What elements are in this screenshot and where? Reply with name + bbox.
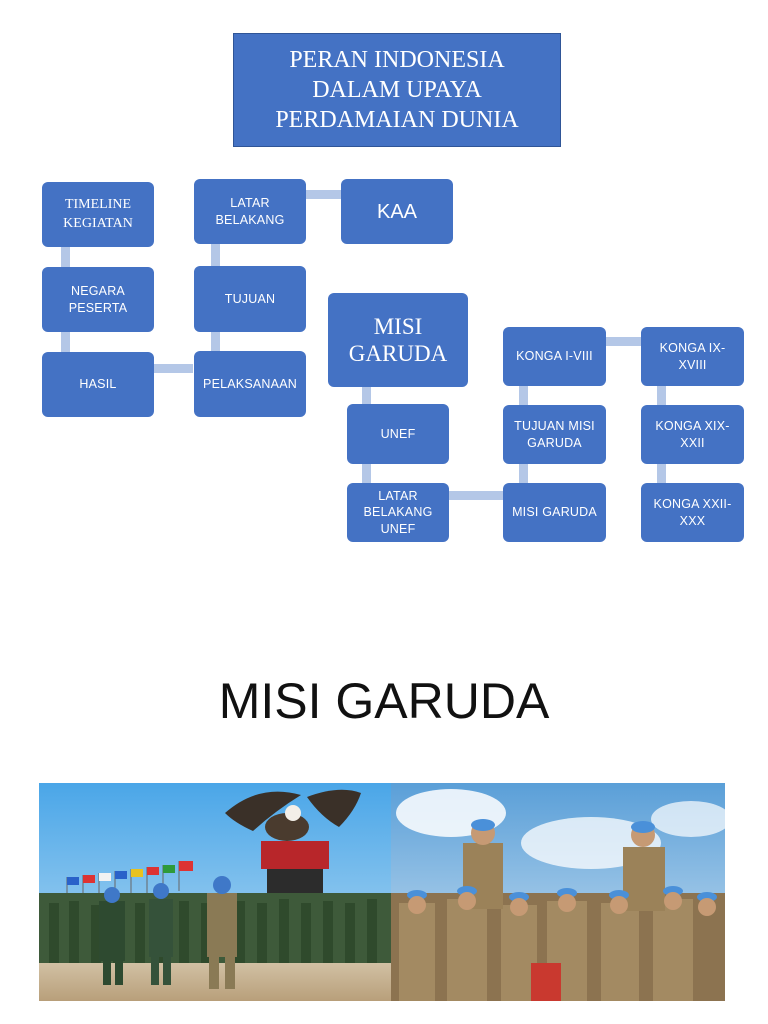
node-kaa: KAA (341, 179, 453, 244)
node-timeline-kegiatan: TIMELINE KEGIATAN (42, 182, 154, 247)
node-hasil: HASIL (42, 352, 154, 417)
node-konga-i-viii: KONGA I-VIII (503, 327, 606, 386)
node-unef: UNEF (347, 404, 449, 464)
connector (606, 337, 641, 346)
connector (61, 247, 70, 267)
section-heading: MISI GARUDA (218, 673, 550, 729)
node-pelaksanaan: PELAKSANAAN (194, 351, 306, 417)
connector (449, 491, 503, 500)
node-latar-belakang-unef: LATAR BELAKANG UNEF (347, 483, 449, 542)
node-misi-garuda: MISI GARUDA (503, 483, 606, 542)
node-negara-peserta: NEGARA PESERTA (42, 267, 154, 332)
connector (519, 386, 528, 405)
connector (154, 364, 193, 373)
node-konga-ix-xviii: KONGA IX- XVIII (641, 327, 744, 386)
connector (657, 386, 666, 405)
connector (519, 464, 528, 483)
node-konga-xxii-xxx: KONGA XXII- XXX (641, 483, 744, 542)
connector (362, 387, 371, 404)
connector (211, 244, 220, 266)
connector (306, 190, 341, 199)
node-konga-xix-xxii: KONGA XIX- XXII (641, 405, 744, 464)
node-misi-garuda-main: MISI GARUDA (328, 293, 468, 387)
diagram-title: PERAN INDONESIA DALAM UPAYA PERDAMAIAN D… (233, 33, 561, 147)
connector (657, 464, 666, 483)
photo-peacekeepers (391, 783, 725, 1001)
node-tujuan-misi-garuda: TUJUAN MISI GARUDA (503, 405, 606, 464)
node-tujuan: TUJUAN (194, 266, 306, 332)
connector (362, 464, 371, 483)
node-latar-belakang: LATAR BELAKANG (194, 179, 306, 244)
connector (61, 332, 70, 352)
connector (211, 332, 220, 351)
photo-parade (39, 783, 391, 1001)
